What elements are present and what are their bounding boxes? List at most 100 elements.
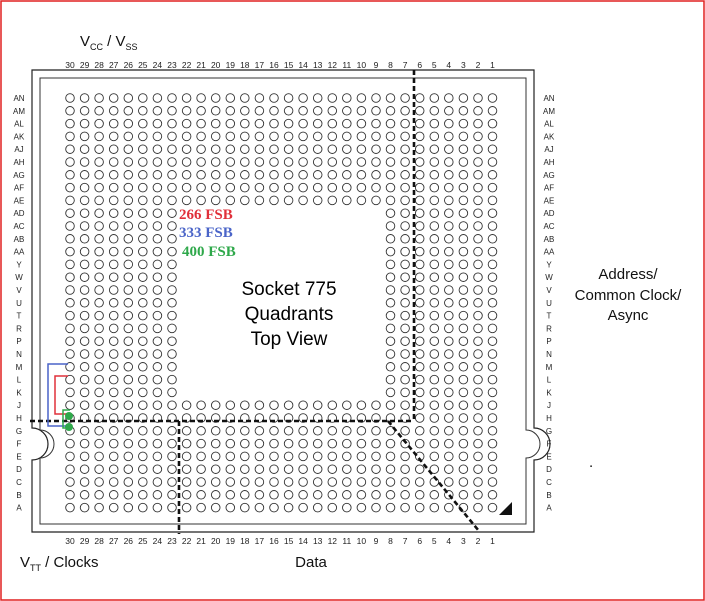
pin bbox=[167, 246, 177, 257]
row-letter-left: F bbox=[17, 440, 22, 449]
pin bbox=[79, 323, 90, 334]
pin bbox=[152, 170, 163, 180]
pin bbox=[283, 464, 294, 474]
pin bbox=[400, 144, 410, 154]
pin bbox=[342, 144, 352, 154]
pin bbox=[65, 298, 75, 308]
pin bbox=[458, 426, 469, 436]
pin bbox=[371, 400, 381, 410]
row-letter-right: V bbox=[546, 286, 552, 295]
pin bbox=[123, 298, 134, 308]
pin bbox=[414, 170, 425, 180]
pin bbox=[123, 221, 134, 231]
pin bbox=[152, 477, 163, 487]
pin bbox=[298, 195, 308, 206]
pin bbox=[312, 106, 323, 116]
clock-pin-400-b bbox=[65, 423, 73, 431]
pin bbox=[65, 374, 75, 385]
pin bbox=[152, 438, 163, 449]
pin bbox=[210, 118, 221, 129]
column-number-bottom: 16 bbox=[269, 536, 279, 546]
pin bbox=[254, 144, 265, 154]
pin bbox=[210, 438, 221, 449]
pin bbox=[269, 426, 279, 436]
column-number-bottom: 21 bbox=[196, 536, 206, 546]
pin bbox=[298, 131, 308, 142]
row-letter-right: R bbox=[546, 324, 552, 333]
pin bbox=[94, 195, 104, 206]
pin bbox=[240, 131, 250, 142]
pin bbox=[298, 451, 308, 462]
pin bbox=[429, 131, 440, 142]
pin bbox=[123, 195, 134, 206]
pin bbox=[65, 323, 75, 334]
pin bbox=[94, 144, 104, 154]
pin bbox=[79, 400, 90, 410]
column-number-bottom: 7 bbox=[403, 536, 408, 546]
pin bbox=[254, 93, 265, 103]
pin bbox=[283, 451, 294, 462]
pin bbox=[79, 387, 90, 398]
pin bbox=[94, 182, 104, 193]
pin bbox=[152, 490, 163, 500]
pin bbox=[385, 374, 396, 385]
row-letter-right: Y bbox=[546, 260, 552, 269]
pin bbox=[152, 502, 163, 513]
row-letter-right: W bbox=[545, 273, 553, 282]
pin bbox=[152, 336, 163, 346]
column-number-bottom: 24 bbox=[153, 536, 163, 546]
pin bbox=[371, 464, 381, 474]
pin bbox=[400, 426, 410, 436]
pin bbox=[123, 387, 134, 398]
pin bbox=[210, 490, 221, 500]
row-letter-left: M bbox=[16, 363, 23, 372]
pin bbox=[312, 144, 323, 154]
pin bbox=[240, 464, 250, 474]
pin bbox=[487, 438, 498, 449]
pin bbox=[444, 157, 454, 167]
pin bbox=[269, 477, 279, 487]
pin bbox=[400, 246, 410, 257]
pin bbox=[400, 374, 410, 385]
column-number-bottom: 3 bbox=[461, 536, 466, 546]
pin bbox=[342, 106, 352, 116]
pin bbox=[167, 234, 177, 244]
pin bbox=[225, 157, 236, 167]
pin bbox=[225, 170, 236, 180]
pin bbox=[79, 374, 90, 385]
clock-pin-400-a bbox=[65, 412, 73, 420]
pin bbox=[240, 400, 250, 410]
pin bbox=[429, 221, 440, 231]
pin bbox=[312, 170, 323, 180]
column-number-bottom: 12 bbox=[328, 536, 338, 546]
column-number-bottom: 5 bbox=[432, 536, 437, 546]
pin bbox=[444, 234, 454, 244]
pin bbox=[444, 502, 454, 513]
pin bbox=[429, 400, 440, 410]
column-number-bottom: 27 bbox=[109, 536, 119, 546]
pin bbox=[269, 490, 279, 500]
pin bbox=[269, 182, 279, 193]
pin bbox=[152, 144, 163, 154]
pin bbox=[94, 208, 104, 218]
pin bbox=[356, 464, 367, 474]
pin bbox=[138, 310, 148, 321]
pin bbox=[138, 182, 148, 193]
pin bbox=[152, 106, 163, 116]
pin bbox=[108, 362, 119, 372]
column-number-top: 7 bbox=[403, 60, 408, 70]
pin bbox=[400, 477, 410, 487]
pin bbox=[79, 298, 90, 308]
pin bbox=[65, 93, 75, 103]
pin bbox=[473, 477, 483, 487]
pin bbox=[65, 502, 75, 513]
pin bbox=[138, 208, 148, 218]
quadrant-lines bbox=[30, 70, 481, 534]
pin bbox=[414, 285, 425, 295]
pin bbox=[356, 502, 367, 513]
pin bbox=[94, 374, 104, 385]
pin bbox=[225, 93, 236, 103]
pin bbox=[138, 234, 148, 244]
pin bbox=[240, 182, 250, 193]
pin bbox=[414, 310, 425, 321]
